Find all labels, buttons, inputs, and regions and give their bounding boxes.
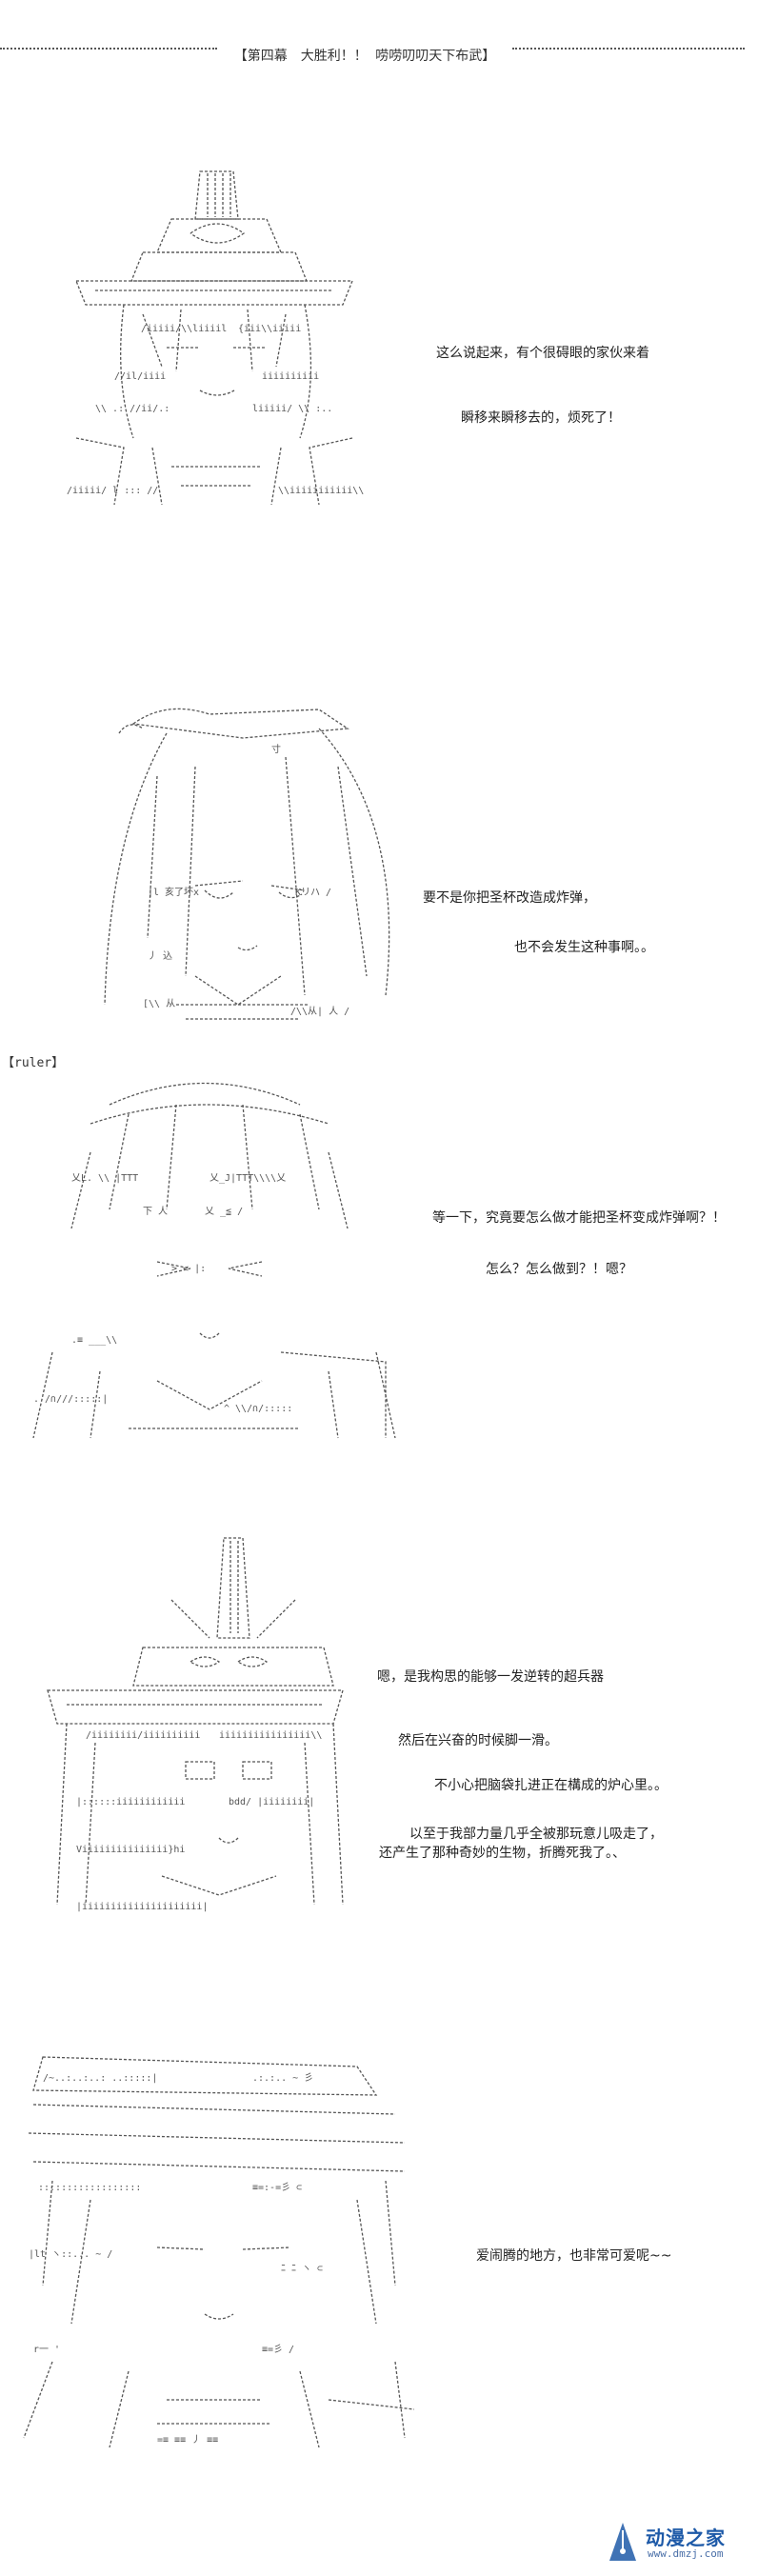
svg-text:^ \\/∩/:::::: ^ \\/∩/::::: bbox=[224, 1404, 292, 1414]
dialogue-line: 以至于我部力量几乎全被那玩意儿吸走了， bbox=[409, 1827, 663, 1842]
dialogue-line: 爱闹腾的地方，也非常可爱呢~~ bbox=[476, 2248, 672, 2264]
svg-text:{iii\\iiiii: {iii\\iiiii bbox=[238, 324, 301, 334]
svg-text:r一 ': r一 ' bbox=[33, 2345, 60, 2355]
panel-5: /~..:..:..: ..:::::| .:.:.. ~ 彡 ::::::::… bbox=[0, 2038, 758, 2466]
svg-text:=≡ ≡≡ 丿 ≡≡: =≡ ≡≡ 丿 ≡≡ bbox=[157, 2435, 218, 2446]
panel-3: 【ruler】 乂L. \\ |TTT 乂_J|TTT\\\\乂 bbox=[0, 1052, 758, 1462]
ascii-art-wild-hair-character: /~..:..:..: ..:::::| .:.:.. ~ 彡 ::::::::… bbox=[14, 2038, 414, 2457]
ascii-art-long-hair-character: 寸 |l 亥了坏x Kリハ / 丿 込 [\\ 从 /\\从| 人 / bbox=[52, 690, 433, 1043]
svg-text:|::::::iiiiiiiiiiii: |::::::iiiiiiiiiiii bbox=[76, 1797, 185, 1807]
svg-text:丿 込: 丿 込 bbox=[148, 950, 172, 962]
svg-text:乂L. \\ |TTT: 乂L. \\ |TTT bbox=[71, 1173, 138, 1184]
svg-text:|iiiiiiiiiiiiiiiiiiiii|: |iiiiiiiiiiiiiiiiiiiii| bbox=[76, 1902, 208, 1912]
svg-text:/iiiii/ l ::: //: /iiiii/ l ::: // bbox=[67, 486, 158, 496]
svg-text:/~..:..:..: ..:::::|: /~..:..:..: ..:::::| bbox=[43, 2073, 157, 2084]
svg-text:/iiiii/\\liiiil: /iiiii/\\liiiil bbox=[141, 324, 227, 334]
ascii-art-nobunaga-hat: /iiiii/\\liiiil {iii\\iiiii //il/iiii ii… bbox=[57, 162, 381, 514]
dialogue-line: 不小心把脑袋扎进正在構成的炉心里。。 bbox=[434, 1778, 668, 1793]
site-watermark: 动漫之家 www.dmzj.com bbox=[604, 2519, 747, 2568]
svg-text:> < |:: > < |: bbox=[171, 1264, 206, 1274]
svg-text:. /∩///:::::|: . /∩///:::::| bbox=[33, 1394, 108, 1405]
svg-text:/iiiiiiii/iiiiiiiiii: /iiiiiiii/iiiiiiiiii bbox=[86, 1730, 200, 1741]
dialogue-line: 这么说起来，有个很碍眼的家伙来着 bbox=[436, 346, 649, 361]
svg-text:liiiii/ \\ :..: liiiii/ \\ :.. bbox=[252, 404, 332, 414]
svg-text:ﾆ ﾆ ヽ ⊂: ﾆ ﾆ ヽ ⊂ bbox=[281, 2264, 323, 2274]
panel-4: /iiiiiiii/iiiiiiiiii iiiiiiiiiiiiiiii\\ … bbox=[0, 1533, 758, 1933]
dialogue-line: 等一下，究竟要怎么做才能把圣杯变成炸弹啊？！ bbox=[432, 1210, 726, 1226]
svg-text:≡=:-=彡 ⊂: ≡=:-=彡 ⊂ bbox=[252, 2183, 302, 2193]
ascii-art-hat-character: /iiiiiiii/iiiiiiiiii iiiiiiiiiiiiiiii\\ … bbox=[29, 1533, 371, 1924]
panel-1: /iiiii/\\liiiil {iii\\iiiii //il/iiii ii… bbox=[0, 143, 758, 524]
svg-text:下 人: 下 人 bbox=[143, 1206, 168, 1217]
svg-text:\\ .: //ii/.:: \\ .: //ii/.: bbox=[95, 404, 170, 414]
svg-text:≡=彡 /: ≡=彡 / bbox=[262, 2345, 294, 2355]
panel-2: 寸 |l 亥了坏x Kリハ / 丿 込 [\\ 从 /\\从| 人 / 要不是你… bbox=[0, 690, 758, 1052]
svg-text:::::::::::::::::::: :::::::::::::::::: bbox=[38, 2183, 141, 2193]
svg-text:Viiiiiiiiiiiiiii}hi: Viiiiiiiiiiiiiii}hi bbox=[76, 1845, 185, 1855]
ascii-art-ruler-character: 乂L. \\ |TTT 乂_J|TTT\\\\乂 下 人 乂 _≦ / > < … bbox=[14, 1067, 414, 1443]
dialogue-line: 还产生了那种奇妙的生物，折腾死我了。、 bbox=[379, 1846, 626, 1861]
chapter-header: 【第四幕 大胜利！！ 唠唠叨叨天下布武】 bbox=[0, 46, 758, 67]
svg-text:\\iiiiiiiiiii\\: \\iiiiiiiiiii\\ bbox=[278, 486, 364, 496]
svg-text://il/iiii: //il/iiii bbox=[114, 371, 166, 382]
svg-text:iiiiiiiiii: iiiiiiiiii bbox=[262, 371, 319, 382]
svg-text:寸: 寸 bbox=[271, 743, 281, 755]
svg-text:bdd/ |iiiiiiii|: bdd/ |iiiiiiii| bbox=[229, 1797, 314, 1807]
watermark-url: www.dmzj.com bbox=[648, 2547, 724, 2560]
svg-text:.≡ ___\\: .≡ ___\\ bbox=[71, 1335, 117, 1346]
svg-text:[\\ 从: [\\ 从 bbox=[143, 999, 175, 1009]
dialogue-line: 嗯，是我构思的能够一发逆转的超兵器 bbox=[377, 1669, 604, 1685]
svg-text:乂_J|TTT\\\\乂: 乂_J|TTT\\\\乂 bbox=[209, 1173, 286, 1184]
dialogue-line: 瞬移来瞬移去的，烦死了！ bbox=[461, 410, 621, 426]
svg-text:iiiiiiiiiiiiiiii\\: iiiiiiiiiiiiiiii\\ bbox=[219, 1730, 322, 1741]
svg-text:/\\从| 人 /: /\\从| 人 / bbox=[290, 1006, 349, 1017]
dialogue-line: 要不是你把圣杯改造成炸弹， bbox=[423, 890, 596, 906]
svg-text:Kリハ /: Kリハ / bbox=[295, 888, 331, 898]
pen-nib-logo-icon bbox=[609, 2523, 636, 2561]
svg-text:乂 _≦ /: 乂 _≦ / bbox=[205, 1207, 243, 1217]
svg-text:|lt ヽ::... ~ /: |lt ヽ::... ~ / bbox=[29, 2249, 112, 2260]
svg-text:.:.:.. ~ 彡: .:.:.. ~ 彡 bbox=[252, 2073, 313, 2084]
dialogue-line: 然后在兴奋的时候脚一滑。 bbox=[398, 1733, 558, 1748]
watermark-brand: 动漫之家 bbox=[646, 2526, 726, 2549]
header-rule-left bbox=[0, 48, 217, 50]
speaker-label: 【ruler】 bbox=[2, 1056, 65, 1070]
dialogue-line: 也不会发生这种事啊。。 bbox=[514, 940, 654, 955]
svg-text:|l 亥了坏x: |l 亥了坏x bbox=[148, 886, 199, 898]
dialogue-line: 怎么？怎么做到？！嗯？ bbox=[486, 1262, 632, 1277]
chapter-title: 【第四幕 大胜利！！ 唠唠叨叨天下布武】 bbox=[233, 49, 496, 64]
header-rule-right bbox=[512, 48, 745, 50]
